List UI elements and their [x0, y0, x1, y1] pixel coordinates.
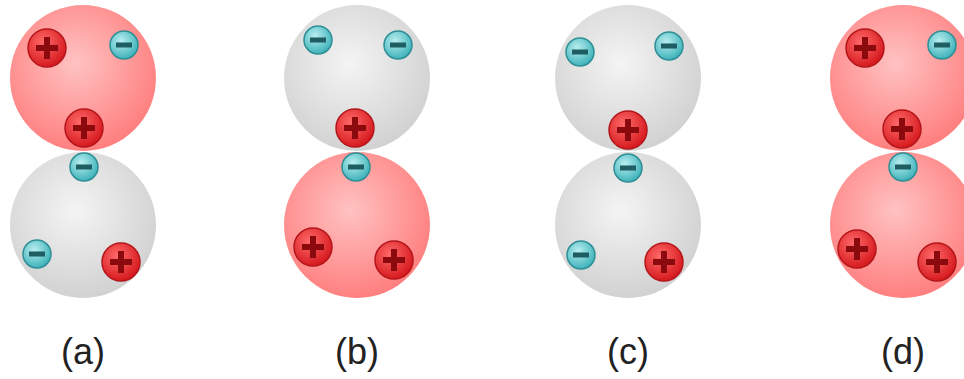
panel-label: (c) [607, 334, 649, 370]
atom-circle [10, 5, 156, 151]
atom-circle [555, 152, 701, 298]
panel-label: (d) [881, 334, 925, 370]
atom-circle [284, 5, 430, 151]
atom-circle [830, 5, 964, 151]
atom-circle [284, 152, 430, 298]
panel-label: (b) [335, 334, 379, 370]
panel-label: (a) [61, 334, 105, 370]
atom-circle [555, 5, 701, 151]
atom-circle [830, 152, 964, 298]
atom-circle [10, 152, 156, 298]
